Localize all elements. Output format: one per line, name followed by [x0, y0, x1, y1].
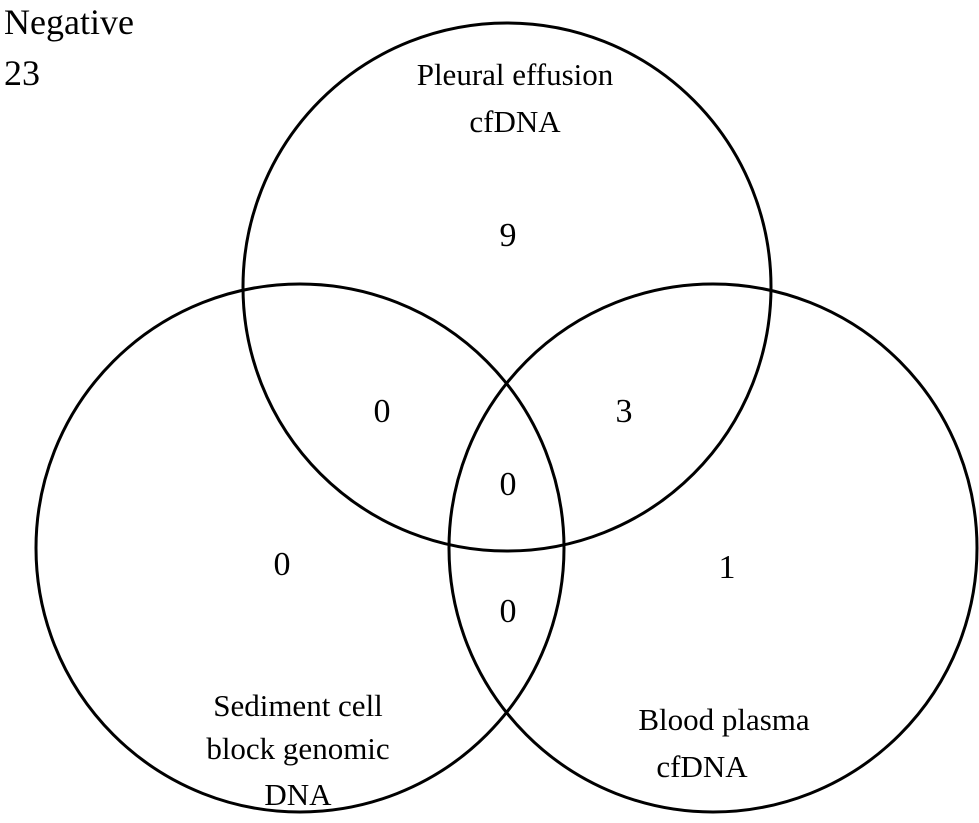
count-all-three: 0	[500, 466, 517, 503]
count-sediment-only: 0	[274, 546, 291, 583]
count-pleural-sediment: 0	[374, 393, 391, 430]
sediment-label-line1: Sediment cell	[213, 688, 383, 723]
pleural-label-line2: cfDNA	[469, 104, 561, 139]
blood-plasma-circle	[447, 282, 979, 814]
pleural-effusion-circle	[241, 21, 773, 553]
count-plasma-only: 1	[719, 549, 736, 586]
negative-count: 23	[4, 53, 40, 93]
plasma-label-line1: Blood plasma	[638, 702, 810, 737]
pleural-label-line1: Pleural effusion	[417, 57, 614, 92]
sediment-label-line2: block genomic	[206, 731, 389, 766]
sediment-label-line3: DNA	[264, 777, 332, 812]
negative-label: Negative	[4, 2, 134, 42]
sediment-cell-circle	[34, 282, 566, 814]
count-pleural-plasma: 3	[616, 393, 633, 430]
plasma-label-line2: cfDNA	[656, 749, 748, 784]
count-sediment-plasma: 0	[500, 593, 517, 630]
count-pleural-only: 9	[500, 217, 517, 254]
